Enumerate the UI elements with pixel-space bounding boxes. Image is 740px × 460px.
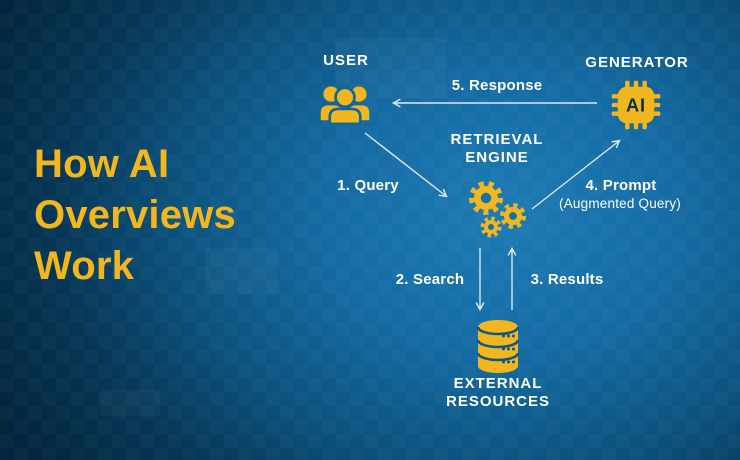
edge-label-response: 5. Response (451, 77, 543, 94)
retrieval-engine-line-2: ENGINE (465, 149, 529, 166)
edge-label-results: 3. Results (530, 271, 604, 288)
external-resources-line-1: EXTERNAL (453, 375, 543, 392)
ai-chip-icon: AI (611, 80, 661, 130)
database-icon (476, 320, 520, 373)
edge-label-prompt: 4. Prompt (585, 177, 657, 194)
retrieval-engine-line-1: RETRIEVAL (450, 131, 544, 148)
external-resources-line-2: RESOURCES (445, 393, 551, 410)
ai-chip-label: AI (626, 96, 646, 116)
page-title: How AI Overviews Work (34, 139, 236, 292)
node-label-retrieval-engine: RETRIEVAL ENGINE (451, 131, 544, 167)
title-line-1: How AI (34, 142, 170, 186)
gears-icon (469, 181, 526, 238)
node-label-user: USER (323, 52, 369, 69)
node-label-external-resources: EXTERNAL RESOURCES (446, 375, 550, 411)
title-line-3: Work (34, 244, 135, 288)
users-group-icon (320, 86, 370, 126)
edge-sublabel-augmented-query: (Augmented Query) (559, 196, 681, 211)
edge-label-search: 2. Search (395, 271, 465, 288)
background-square-decoration (100, 390, 160, 416)
node-label-generator: GENERATOR (585, 54, 689, 71)
edge-label-query: 1. Query (337, 177, 399, 194)
title-line-2: Overviews (34, 193, 236, 237)
